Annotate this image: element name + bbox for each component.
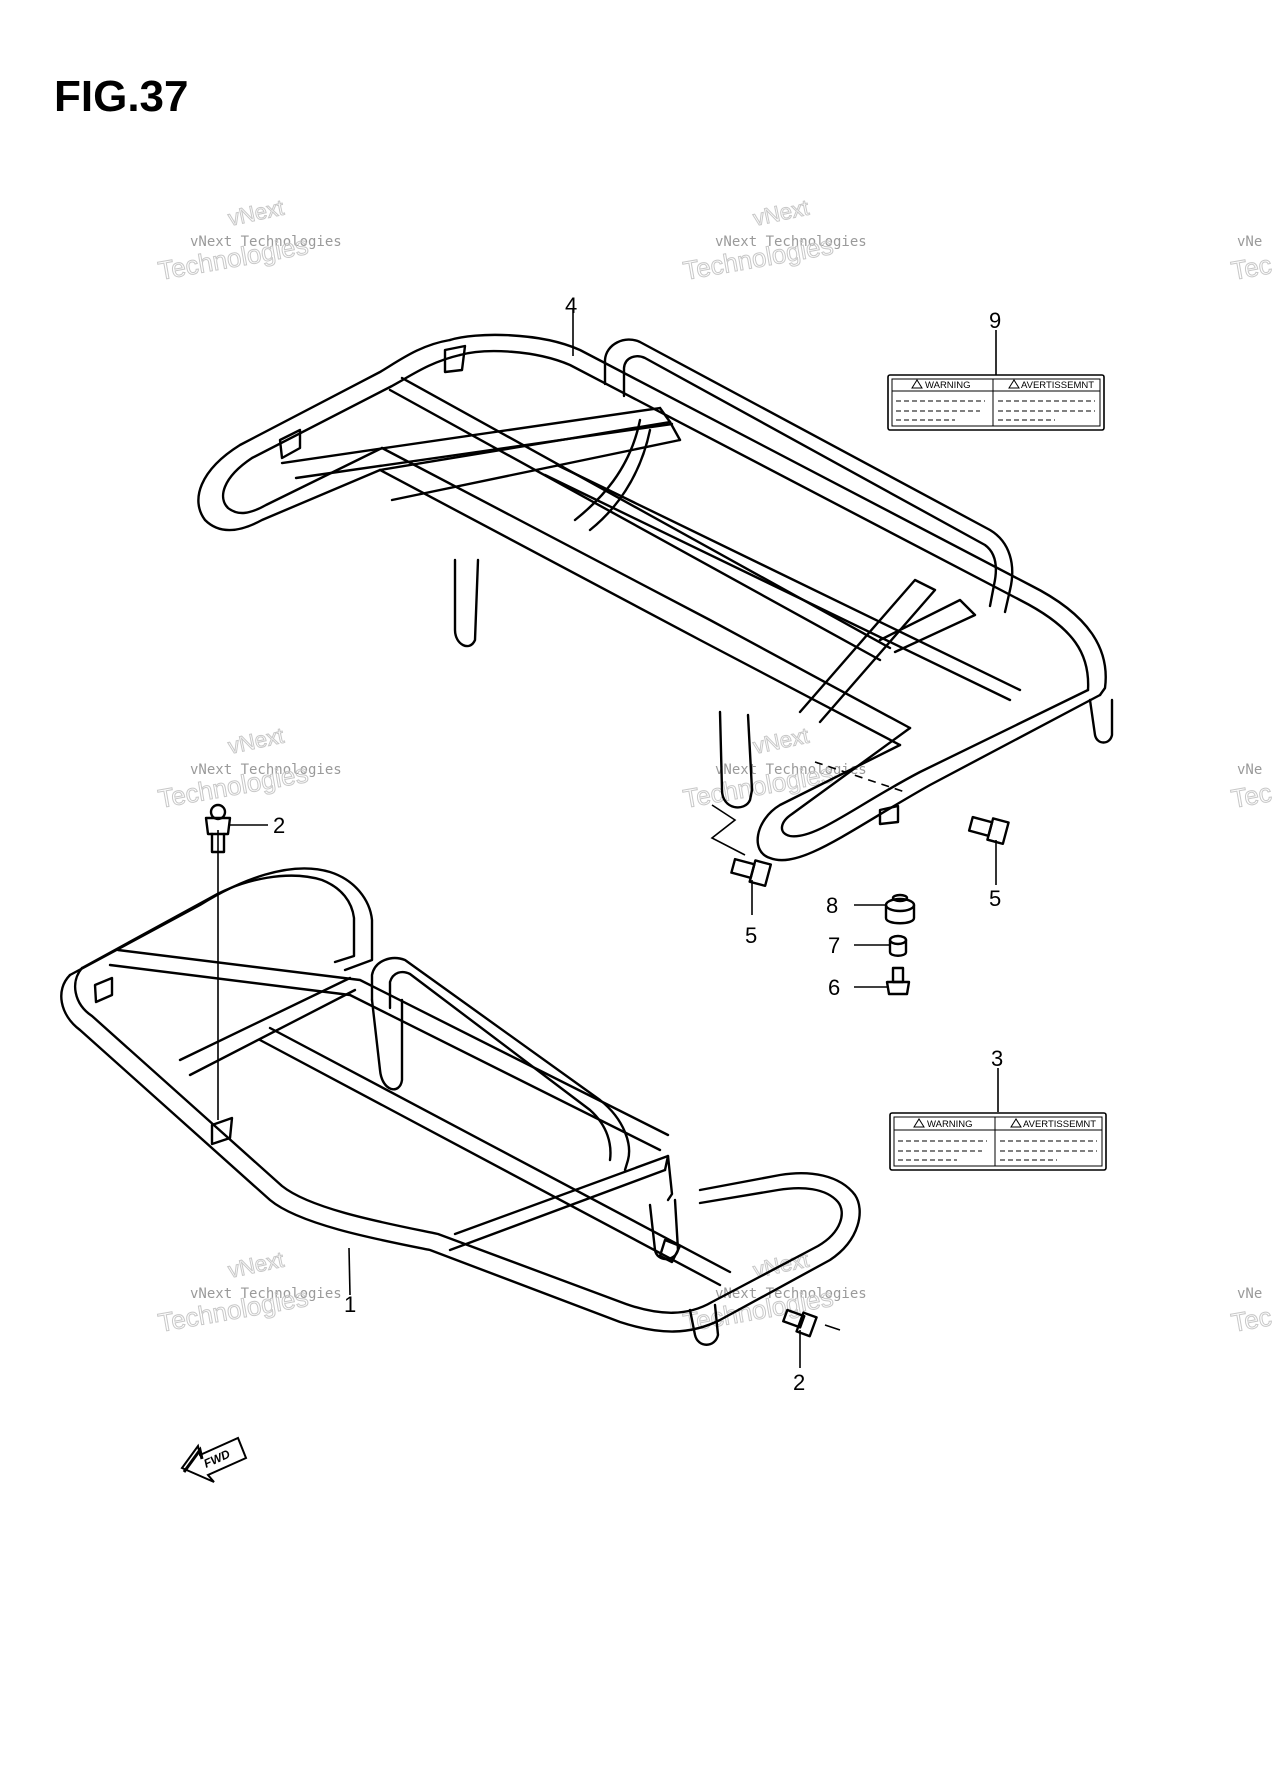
watermark-full-cut: vNe	[1237, 762, 1262, 778]
watermark-brand: vNext	[751, 723, 811, 759]
watermark: vNe Tec	[1228, 234, 1274, 286]
warning-triangle-icon	[1008, 379, 1020, 389]
callout-1: 1	[344, 1292, 356, 1317]
watermark: vNe Tec	[1228, 1286, 1274, 1338]
callout-8: 8	[826, 893, 838, 918]
warning-triangle-icon	[911, 379, 923, 389]
callout-numbers: 4 9 2 5 5 8 7 6 3 1 2	[273, 293, 1003, 1395]
callout-4: 4	[565, 293, 577, 318]
callout-2-bottom: 2	[793, 1370, 805, 1395]
label-warning-text: WARNING	[927, 1119, 973, 1130]
watermark: vNext vNext Technologies Technologies	[680, 194, 867, 286]
bolt-2-bottom	[782, 1308, 818, 1338]
watermark: vNext vNext Technologies Technologies	[680, 722, 866, 814]
warning-triangle-icon	[913, 1118, 925, 1128]
warning-label-9: WARNING AVERTISSEMNT	[887, 374, 1105, 431]
figure-title: FIG.37	[54, 72, 189, 121]
watermark-full-cut: vNe	[1237, 234, 1262, 250]
watermark: vNe Tec	[1228, 762, 1274, 814]
label-avertissement-text: AVERTISSEMNT	[1023, 1119, 1096, 1130]
watermark-brand: vNext	[751, 195, 811, 231]
callout-2-top: 2	[273, 813, 285, 838]
watermark-word-cut: Tec	[1229, 1301, 1274, 1338]
callout-3: 3	[991, 1046, 1003, 1071]
label-warning-text: WARNING	[925, 380, 971, 391]
callout-6: 6	[828, 975, 840, 1000]
watermark: vNext vNext Technologies Technologies	[155, 1246, 342, 1338]
bolt-5-left	[730, 857, 773, 888]
watermark-word-cut: Tec	[1229, 249, 1274, 286]
collar-7	[888, 934, 908, 957]
watermark-brand: vNext	[226, 723, 286, 759]
warning-label-3: WARNING AVERTISSEMNT	[889, 1112, 1107, 1171]
callout-5-left: 5	[745, 923, 757, 948]
bolt-6	[885, 966, 911, 996]
callout-5-right: 5	[989, 886, 1001, 911]
callout-9: 9	[989, 308, 1001, 333]
bolt-2-top	[204, 803, 232, 854]
rear-carrier-drawing	[197, 333, 1114, 862]
watermark-brand: vNext	[226, 195, 286, 231]
watermark: vNext vNext Technologies Technologies	[155, 194, 342, 286]
callout-7: 7	[828, 933, 840, 958]
watermark-word-cut: Tec	[1229, 777, 1274, 814]
watermark-full: vNext Technologies	[190, 762, 342, 778]
watermark-full: vNext Technologies	[715, 234, 867, 250]
grommet-8	[884, 893, 916, 925]
watermark-full-cut: vNe	[1237, 1286, 1262, 1302]
watermark: vNext vNext Technologies Technologies	[155, 722, 342, 814]
bolt-5-right	[967, 815, 1010, 846]
watermark-brand: vNext	[226, 1247, 286, 1283]
watermark-full: vNext Technologies	[190, 1286, 342, 1302]
warning-triangle-icon	[1010, 1118, 1022, 1128]
watermark-full: vNext Technologies	[715, 1286, 867, 1302]
leader-lines	[230, 308, 999, 1368]
watermark-full: vNext Technologies	[190, 234, 342, 250]
front-carrier-drawing	[60, 830, 861, 1346]
label-avertissement-text: AVERTISSEMNT	[1021, 380, 1094, 391]
fwd-arrow-icon: FWD	[180, 1436, 248, 1483]
